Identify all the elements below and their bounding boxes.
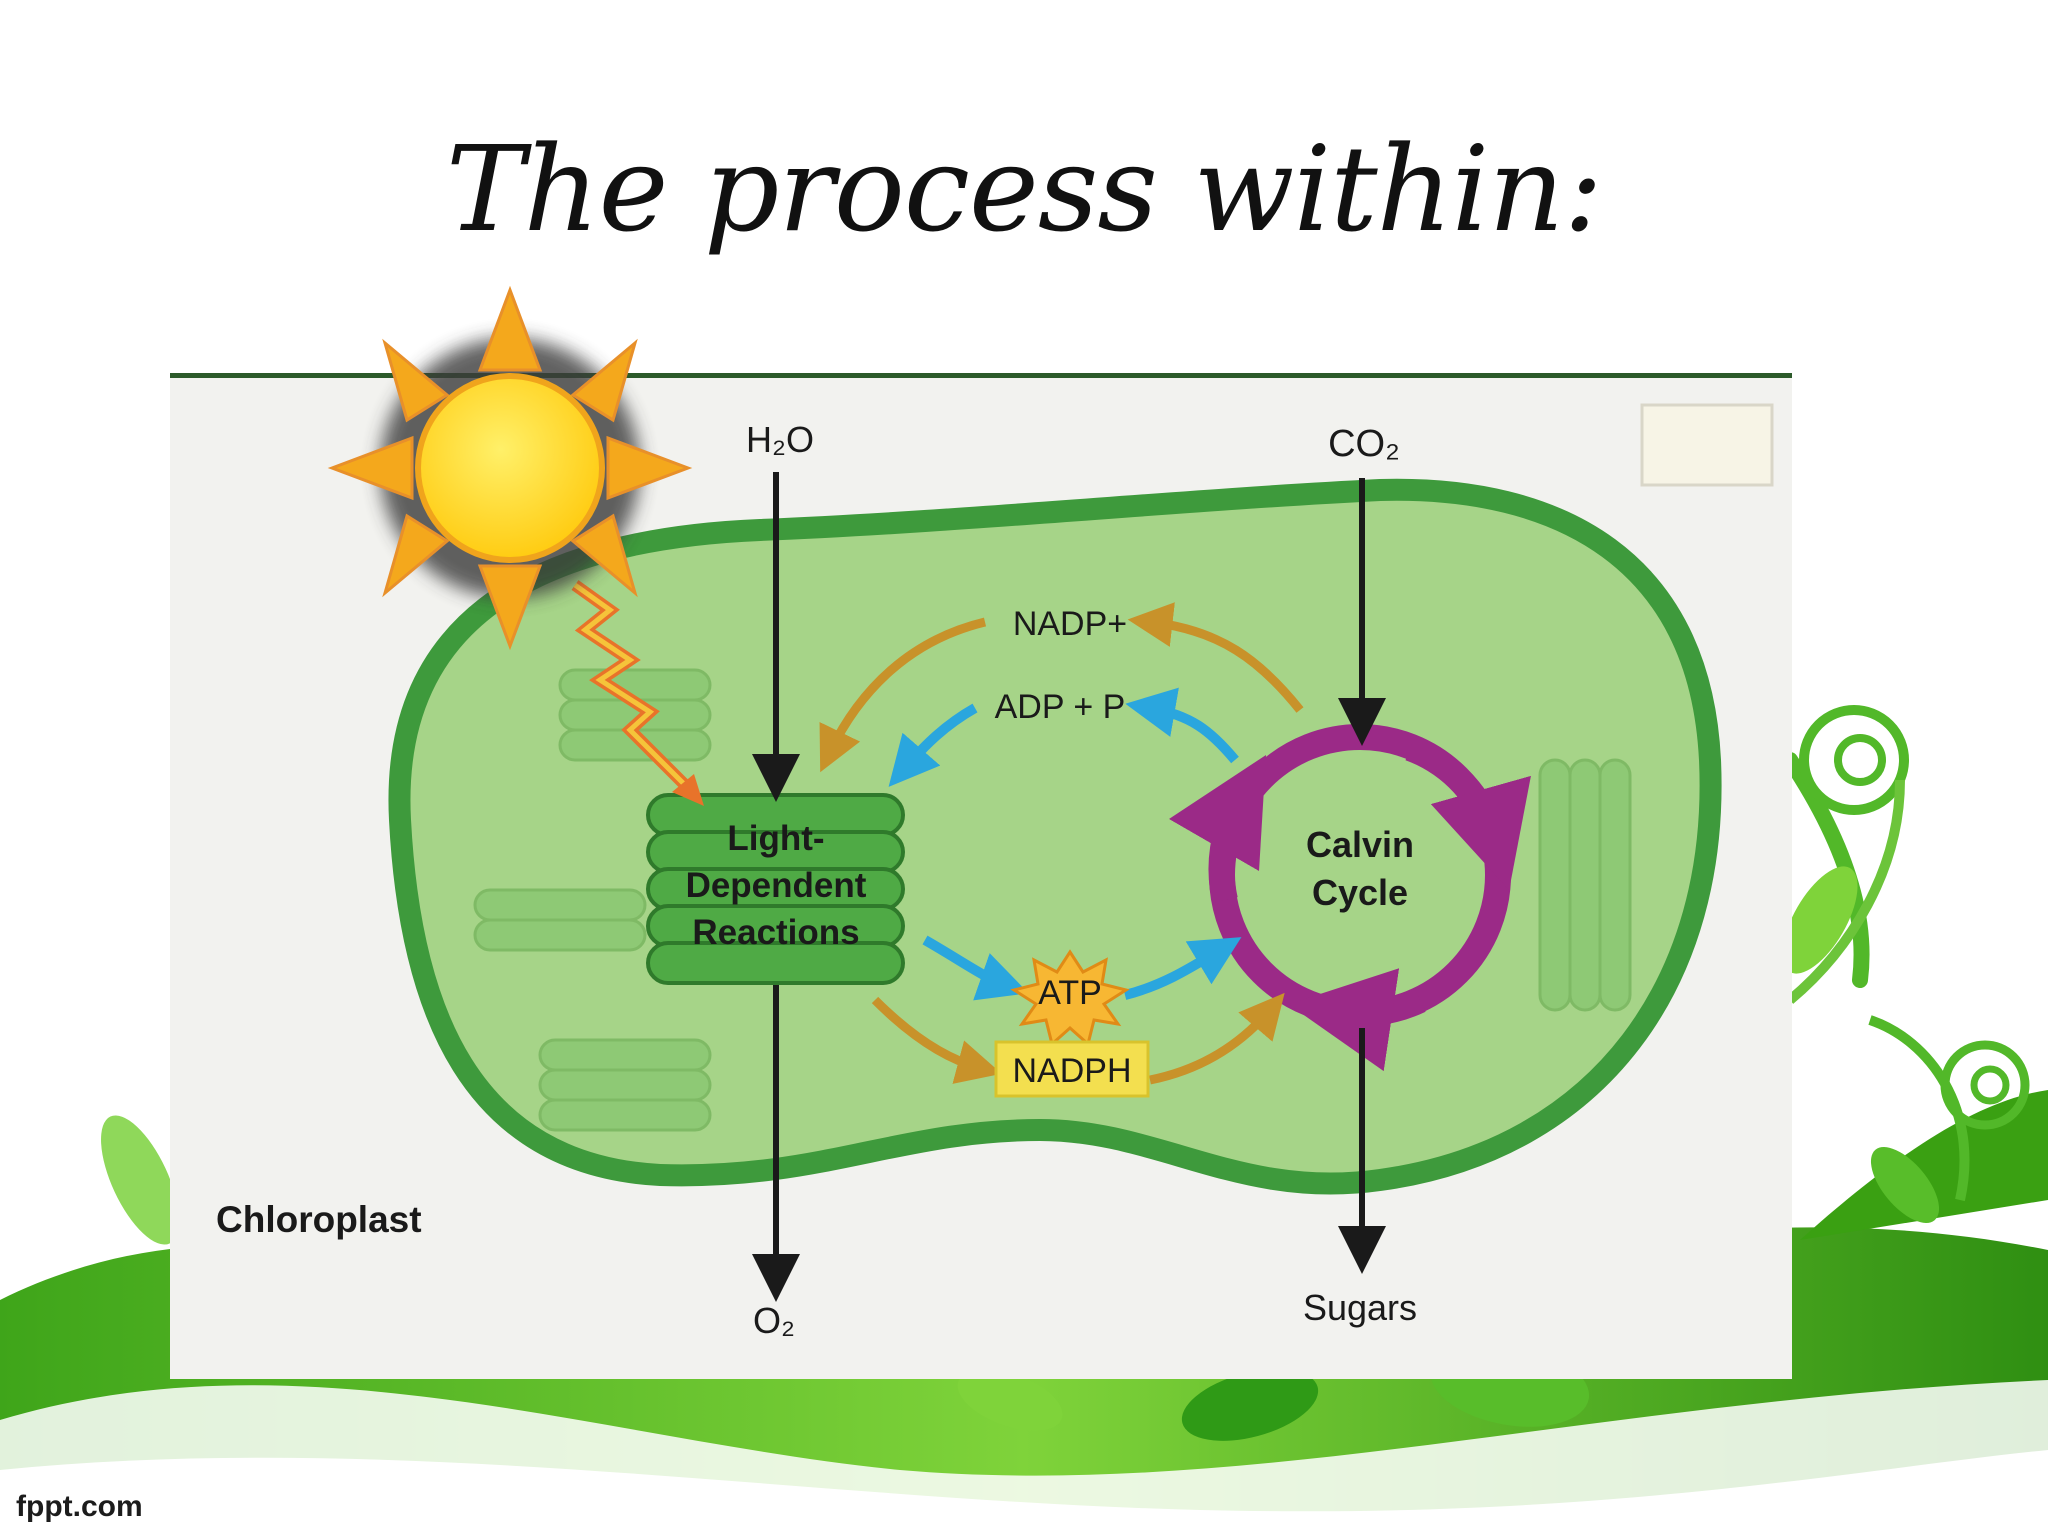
photosynthesis-diagram: Light- Dependent Reactions Calvin Cycle … (170, 285, 1792, 1379)
nadp-plus-label: NADP+ (1013, 605, 1127, 643)
faint-thylakoid-stacks (473, 668, 1632, 1132)
chloroplast-label: Chloroplast (216, 1199, 422, 1240)
calvin-cycle-line-1: Calvin (1306, 824, 1414, 865)
nadph-forward-arrow-right (1149, 992, 1285, 1085)
nadph-forward-arrow-left (871, 996, 1002, 1084)
calvin-cycle-line-2: Cycle (1312, 872, 1408, 913)
butterfly-icon (101, 1115, 179, 1245)
swirl-icon (1799, 705, 1909, 815)
footer-brand[interactable]: fppt.com (16, 1490, 143, 1523)
light-reactions-line-3: Reactions (692, 913, 859, 952)
nadp-return-arrow-right (1127, 602, 1304, 713)
atp-label: ATP (1038, 974, 1102, 1012)
oxygen-label: O₂ (753, 1300, 795, 1341)
nadph-label: NADPH (1012, 1052, 1131, 1090)
nadph-box (994, 1040, 1150, 1098)
leaf-icon (1782, 866, 1858, 974)
sun-icon (327, 285, 693, 651)
light-reactions-line-2: Dependent (686, 866, 867, 905)
light-reactions-line-1: Light- (727, 819, 824, 858)
water-label: H₂O (746, 419, 814, 460)
adp-return-arrow-left (888, 703, 978, 787)
atp-forward-arrow-right (1123, 937, 1242, 1000)
adp-p-label: ADP + P (995, 688, 1126, 726)
co2-label: CO₂ (1328, 423, 1400, 465)
nadp-return-arrow-left (819, 617, 987, 773)
page-corner-tab (1640, 403, 1774, 487)
atp-forward-arrow-left (922, 935, 1029, 1001)
light-dependent-thylakoid-stack (646, 793, 905, 985)
sugars-label: Sugars (1303, 1287, 1417, 1328)
atp-burst-icon (1010, 949, 1130, 1047)
diagram-top-rule (170, 373, 1792, 378)
adp-return-arrow-right (1125, 687, 1239, 764)
slide-title: The process within: (445, 120, 1603, 258)
